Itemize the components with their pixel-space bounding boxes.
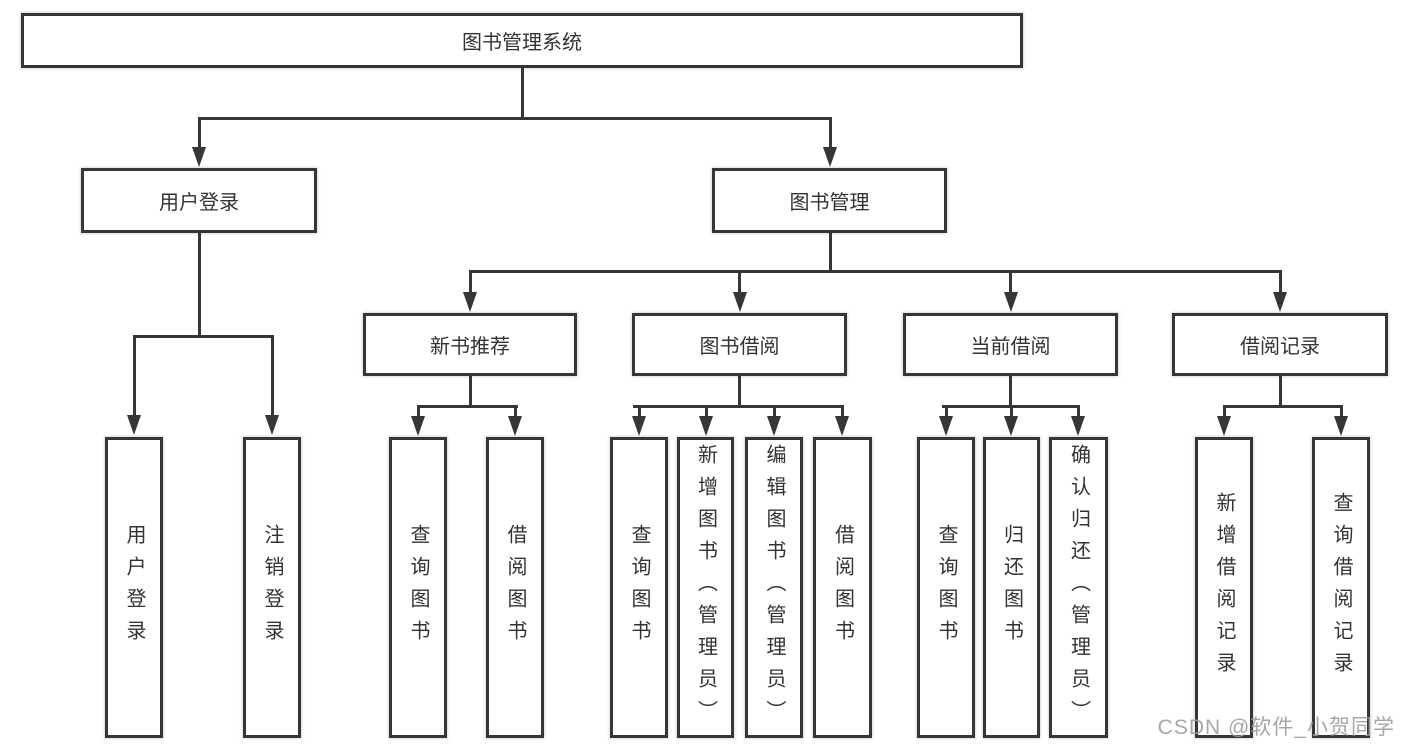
connector-line	[132, 335, 274, 338]
arrow-down-icon	[1334, 416, 1348, 436]
arrow-down-icon	[939, 416, 953, 436]
node-root-library-system: 图书管理系统	[21, 13, 1023, 68]
connector-line	[772, 405, 776, 418]
connector-line	[1009, 376, 1012, 407]
arrow-down-icon	[1217, 416, 1231, 436]
connector-line	[132, 335, 136, 417]
connector-line	[416, 405, 518, 408]
connector-line	[738, 270, 741, 294]
connector-line	[633, 405, 844, 408]
connector-line	[270, 335, 274, 417]
arrow-down-icon	[508, 416, 522, 436]
connector-line	[828, 233, 832, 273]
arrow-down-icon	[127, 415, 141, 435]
leaf-edit-book-admin: 编辑图书（管理员）	[745, 437, 803, 738]
arrow-down-icon	[411, 416, 425, 436]
arrow-down-icon	[1071, 416, 1085, 436]
leaf-confirm-return-admin: 确认归还（管理员）	[1049, 437, 1108, 738]
connector-line	[1222, 405, 1343, 408]
leaf-return-book: 归还图书	[983, 437, 1040, 738]
arrow-down-icon	[632, 416, 646, 436]
leaf-query-books-recommend: 查询图书	[389, 437, 447, 738]
leaf-borrow-books-borrowing: 借阅图书	[813, 437, 872, 738]
connector-line	[1076, 405, 1080, 418]
node-user-login: 用户登录	[81, 168, 317, 233]
connector-line	[520, 68, 524, 119]
arrow-down-icon	[1273, 292, 1287, 312]
connector-line	[513, 405, 517, 418]
node-current-borrowing: 当前借阅	[903, 313, 1118, 376]
arrow-down-icon	[767, 416, 781, 436]
arrow-down-icon	[699, 416, 713, 436]
connector-line	[637, 405, 641, 418]
leaf-query-books-borrowing: 查询图书	[610, 437, 668, 738]
leaf-logout: 注销登录	[243, 437, 301, 738]
arrow-down-icon	[1003, 292, 1018, 312]
connector-line	[1278, 375, 1282, 407]
connector-line	[828, 117, 832, 149]
connector-line	[197, 233, 201, 337]
connector-line	[1009, 270, 1012, 294]
connector-line	[468, 270, 1282, 273]
arrow-down-icon	[192, 147, 206, 167]
connector-line	[704, 405, 708, 418]
arrow-down-icon	[265, 415, 279, 435]
connector-line	[197, 117, 832, 120]
connector-line	[1339, 405, 1343, 418]
arrow-down-icon	[823, 147, 837, 167]
leaf-user-login: 用户登录	[105, 437, 163, 738]
watermark-text: CSDN @软件_小贺同学	[1157, 716, 1395, 739]
connector-line	[1222, 405, 1226, 418]
arrow-down-icon	[463, 292, 477, 312]
arrow-down-icon	[835, 416, 849, 436]
leaf-add-book-admin: 新增图书（管理员）	[677, 437, 734, 738]
connector-line	[944, 405, 948, 418]
connector-line	[416, 405, 420, 418]
connector-line	[197, 117, 201, 149]
arrow-down-icon	[732, 292, 747, 312]
connector-line	[1009, 405, 1013, 418]
node-book-borrowing: 图书借阅	[632, 313, 847, 376]
node-new-book-recommend: 新书推荐	[363, 313, 577, 376]
connector-line	[738, 376, 741, 407]
node-borrowing-records: 借阅记录	[1172, 313, 1388, 376]
connector-line	[468, 376, 472, 407]
leaf-query-borrow-record: 查询借阅记录	[1312, 437, 1370, 738]
connector-line	[468, 270, 472, 294]
leaf-add-borrow-record: 新增借阅记录	[1195, 437, 1253, 738]
connector-line	[840, 405, 844, 418]
connector-line	[1278, 270, 1282, 294]
node-book-management: 图书管理	[712, 168, 947, 233]
leaf-borrow-books-recommend: 借阅图书	[486, 437, 544, 738]
arrow-down-icon	[1004, 416, 1018, 436]
leaf-query-books-current: 查询图书	[917, 437, 975, 738]
